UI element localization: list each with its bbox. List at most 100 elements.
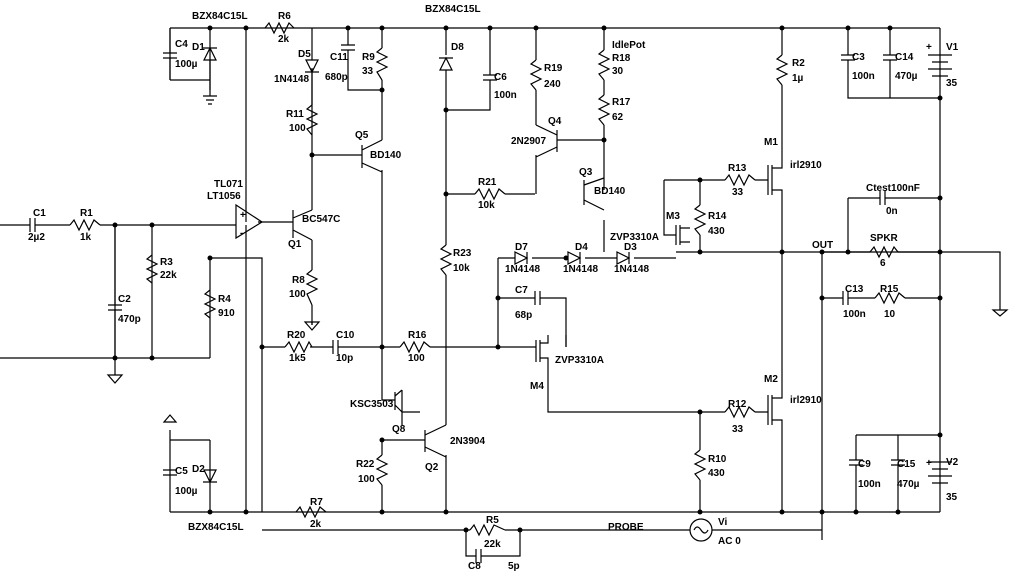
label-C13-ref: C13: [845, 284, 864, 295]
resistor-R14: [693, 204, 707, 236]
label-D1-ref: D1: [192, 42, 205, 53]
label-M1-ref: M1: [764, 137, 778, 148]
mosfet-M3: [675, 225, 690, 245]
label-R18-ref: R18: [612, 53, 631, 64]
label-Q2-part: 2N3904: [450, 436, 485, 447]
label-R20-value: 1k5: [289, 353, 306, 364]
label-R11-ref: R11: [286, 109, 304, 120]
resistor-R19: [529, 59, 543, 91]
label-U1-part2: LT1056: [207, 191, 241, 202]
label-M3-ref: M3: [666, 211, 680, 222]
label-R15-ref: R15: [880, 284, 899, 295]
label-Ctest-value: 0n: [886, 206, 898, 217]
resistor-R16: [399, 340, 431, 354]
capacitor-C5: [163, 469, 177, 476]
battery-symbols: [928, 54, 952, 484]
capacitor-C15: [891, 459, 905, 485]
label-Q8-part: KSC3503: [350, 399, 394, 410]
resistor-R5: [469, 523, 506, 537]
label-Vi-value: AC 0: [718, 536, 741, 547]
label-R17-value: 62: [612, 112, 624, 123]
label-D7-part: 1N4148: [505, 264, 540, 275]
label-C1-ref: C1: [33, 208, 46, 219]
resistor-R7: [295, 505, 327, 519]
label-C2-value: 470p: [118, 314, 141, 325]
resistor-R12: [724, 405, 756, 419]
label-R7-ref: R7: [310, 497, 323, 508]
label-M1-part: irl2910: [790, 160, 822, 171]
label-Q5-part: BD140: [370, 150, 402, 161]
label-R22-ref: R22: [356, 459, 375, 470]
svg-text:+: +: [926, 42, 932, 53]
label-R3-ref: R3: [160, 257, 173, 268]
capacitor-C4: [163, 28, 177, 80]
label-D3-ref: D3: [624, 242, 637, 253]
resistor-R21: [474, 187, 506, 201]
label-D5-part: 1N4148: [274, 74, 309, 85]
resistor-R3: [145, 254, 159, 284]
mosfet-M4: [535, 335, 549, 365]
label-C3-value: 100n: [852, 71, 875, 82]
label-R10-value: 430: [708, 468, 725, 479]
capacitor-C6: [483, 74, 497, 98]
resistor-R10: [693, 449, 707, 481]
label-R4-value: 910: [218, 308, 235, 319]
label-V2-ref: V2: [946, 457, 959, 468]
label-R23-value: 10k: [453, 263, 470, 274]
label-M2-part: irl2910: [790, 395, 822, 406]
diode-D8: [439, 56, 453, 71]
transistor-Q3: [583, 177, 605, 211]
label-C5-ref: C5: [175, 466, 188, 477]
resistor-R23: [439, 244, 453, 276]
svg-text:-: -: [240, 228, 243, 239]
label-Ctest-ref: Ctest100nF: [866, 183, 920, 194]
label-C4-ref: C4: [175, 39, 188, 50]
label-Vi-ref: Vi: [718, 517, 727, 528]
label-R13-value: 33: [732, 187, 744, 198]
capacitor-C11: [341, 44, 355, 75]
diode-D1: [203, 46, 217, 90]
label-R1-ref: R1: [80, 208, 93, 219]
label-R2-ref: R2: [792, 58, 805, 69]
label-R11-value: 100: [289, 123, 306, 134]
label-R6-value: 2k: [278, 34, 290, 45]
label-C8-ref: C8: [468, 561, 481, 572]
label-Q1-part: BC547C: [302, 214, 340, 225]
label-R5-ref: R5: [486, 515, 499, 526]
capacitor-C2: [108, 225, 122, 358]
label-C10-value: 10p: [336, 353, 353, 364]
label-D5-ref: D5: [298, 49, 311, 60]
resistor-R6: [264, 21, 295, 35]
resistor-R1: [69, 218, 101, 232]
label-M3-part: ZVP3310A: [610, 232, 659, 243]
diode-D2: [203, 469, 217, 484]
transistor-symbols: [292, 124, 783, 458]
label-R10-ref: R10: [708, 454, 727, 465]
capacitor-C8: [475, 549, 490, 563]
label-R18-note: IdlePot: [612, 40, 646, 51]
resistor-R11: [305, 104, 319, 136]
label-R9-ref: R9: [362, 52, 375, 63]
capacitor-symbols: [29, 28, 905, 563]
label-U1-part1: TL071: [214, 179, 243, 190]
label-R19-ref: R19: [544, 63, 563, 74]
label-net-out: OUT: [812, 240, 833, 251]
label-D8-part: BZX84C15L: [425, 4, 481, 15]
label-C10-ref: C10: [336, 330, 355, 341]
label-R20-ref: R20: [287, 330, 306, 341]
capacitor-C9: [849, 459, 863, 485]
ground-symbols: [106, 309, 1009, 384]
capacitor-Ctest: [879, 191, 890, 205]
resistor-R15: [874, 291, 906, 305]
label-Q1-ref: Q1: [288, 239, 302, 250]
label-R5-value: 22k: [484, 539, 501, 550]
resistor-R17: [597, 94, 611, 126]
label-Q8-ref: Q8: [392, 424, 406, 435]
label-R4-ref: R4: [218, 294, 231, 305]
resistor-R22: [375, 454, 389, 486]
resistor-SPKR: [869, 245, 899, 259]
label-Q4-ref: Q4: [548, 116, 562, 127]
label-M2-ref: M2: [764, 374, 778, 385]
diode-D7: [514, 251, 529, 265]
opamp-U1: + -: [235, 203, 264, 240]
